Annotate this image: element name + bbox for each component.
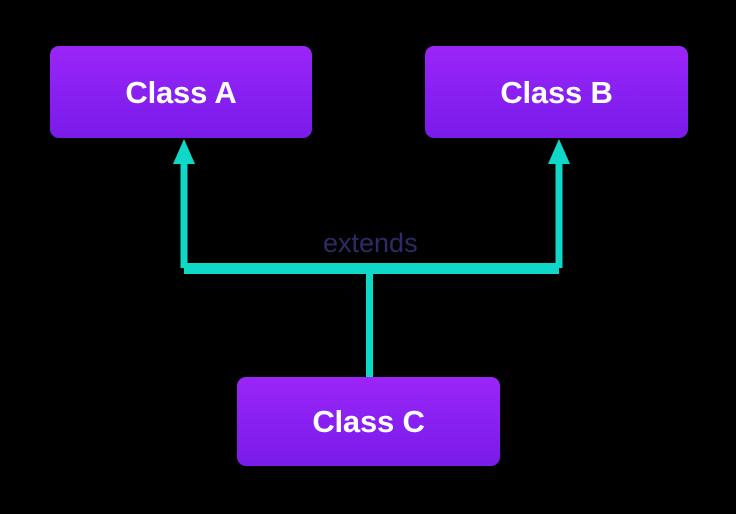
inheritance-connector-group xyxy=(173,139,570,378)
class-node-label: Class C xyxy=(312,404,425,439)
class-node-label: Class A xyxy=(125,74,237,110)
class-node-class-b[interactable]: Class B xyxy=(425,46,688,138)
edge-label-extends: extends xyxy=(323,228,418,258)
arrowhead-up-icon-class-b xyxy=(548,139,570,164)
class-node-class-c[interactable]: Class C xyxy=(237,377,500,466)
arrowhead-up-icon-class-a xyxy=(173,139,195,164)
class-node-class-a[interactable]: Class A xyxy=(50,46,312,138)
class-node-label: Class B xyxy=(500,74,613,110)
